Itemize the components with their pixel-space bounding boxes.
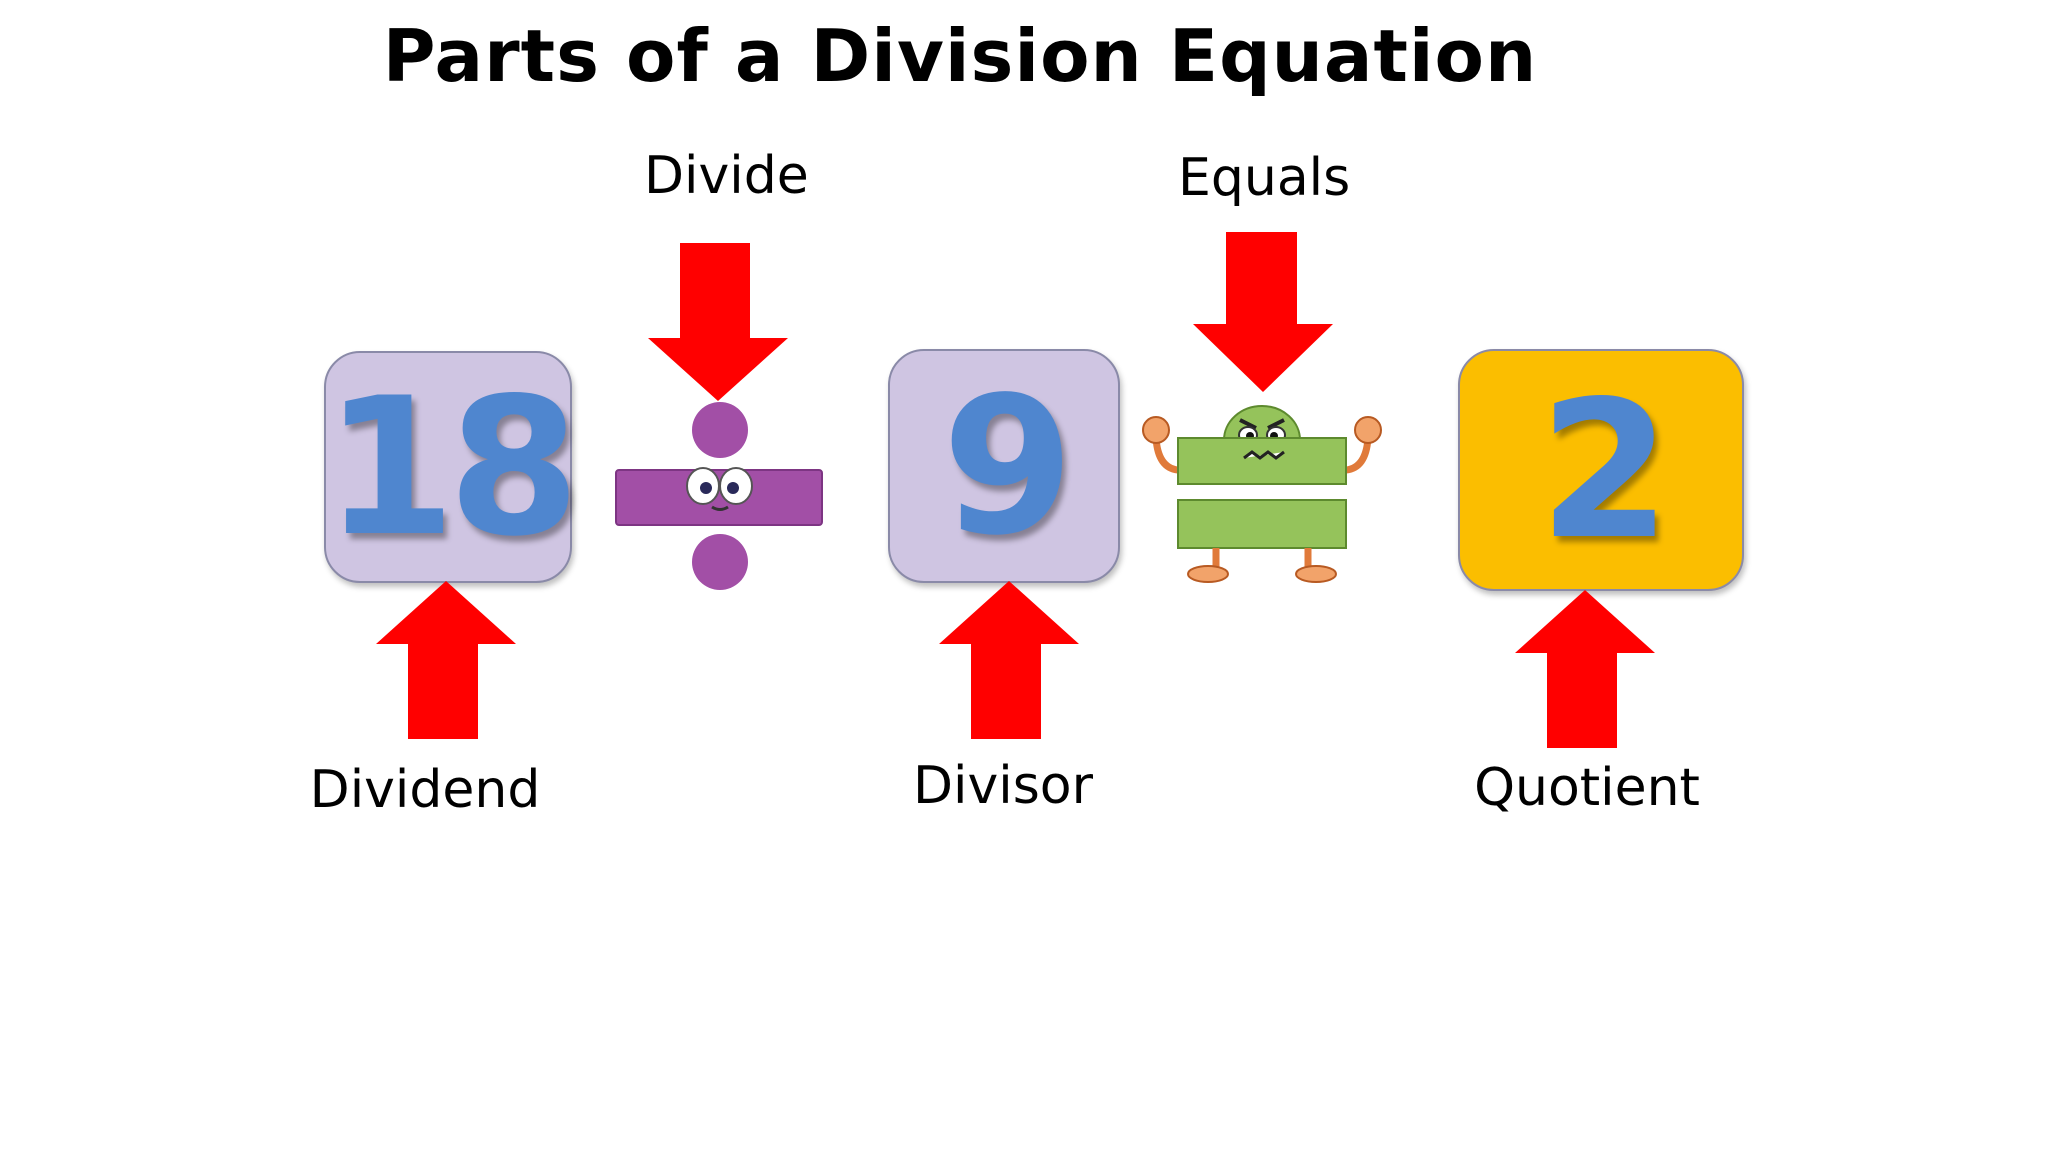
division-sign-character (614, 400, 826, 592)
dividend-label: Dividend (300, 760, 550, 820)
dividend-value: 18 (324, 357, 572, 578)
quotient-label: Quotient (1462, 758, 1712, 818)
divide-arrow-down-icon (648, 243, 788, 401)
divisor-box: 9 (888, 349, 1120, 583)
equals-arrow-down-icon (1193, 232, 1333, 392)
page-title: Parts of a Division Equation (0, 14, 1920, 98)
divisor-arrow-up-icon (939, 581, 1079, 739)
dividend-arrow-up-icon (376, 581, 516, 739)
divide-label: Divide (644, 146, 804, 206)
quotient-value: 2 (1539, 360, 1663, 581)
quotient-box: 2 (1458, 349, 1744, 591)
divisor-value: 9 (942, 356, 1066, 577)
equals-sign-character (1128, 398, 1396, 584)
dividend-box: 18 (324, 351, 572, 583)
equals-label: Equals (1178, 148, 1348, 208)
divisor-label: Divisor (898, 756, 1108, 816)
quotient-arrow-up-icon (1515, 590, 1655, 748)
